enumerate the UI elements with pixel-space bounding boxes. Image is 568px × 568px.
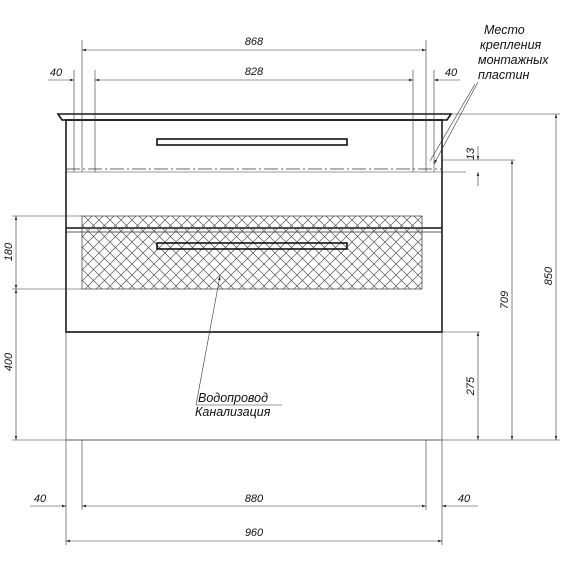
dim-180: 180 bbox=[3, 242, 15, 261]
plumbing-note: Водопровод Канализация bbox=[195, 391, 282, 419]
mount-note-line1: Место bbox=[484, 23, 525, 37]
dimension-labels: 868 828 40 40 13 180 400 275 709 850 880… bbox=[3, 36, 555, 539]
dim-40-bottom-right: 40 bbox=[458, 493, 471, 505]
dim-960: 960 bbox=[245, 527, 264, 539]
dim-709: 709 bbox=[499, 291, 511, 309]
dim-828: 828 bbox=[245, 66, 264, 78]
dim-40-top-left: 40 bbox=[50, 67, 63, 79]
top-drawer-handle bbox=[156, 138, 348, 146]
dim-13: 13 bbox=[465, 147, 477, 160]
dim-400: 400 bbox=[3, 352, 15, 371]
leader-lines bbox=[195, 81, 479, 406]
plumbing-zone bbox=[81, 215, 423, 290]
dim-880: 880 bbox=[245, 493, 264, 505]
plumbing-note-line2: Канализация bbox=[195, 405, 271, 419]
countertop bbox=[56, 113, 453, 121]
dim-850: 850 bbox=[543, 266, 555, 285]
mounting-note: Место крепления монтажных пластин bbox=[478, 23, 549, 82]
dim-868: 868 bbox=[245, 36, 264, 48]
mount-note-line2: крепления bbox=[480, 38, 542, 52]
extension-lines bbox=[12, 40, 560, 545]
mount-note-line4: пластин bbox=[478, 68, 529, 82]
dimension-lines bbox=[14, 48, 558, 543]
mount-note-line3: монтажных bbox=[478, 53, 549, 67]
plumbing-note-line1: Водопровод bbox=[198, 391, 268, 405]
cabinet bbox=[56, 113, 466, 441]
dim-275: 275 bbox=[465, 376, 477, 396]
dim-40-bottom-left: 40 bbox=[34, 493, 47, 505]
bottom-drawer-handle bbox=[156, 242, 348, 250]
dim-40-top-right: 40 bbox=[445, 67, 458, 79]
